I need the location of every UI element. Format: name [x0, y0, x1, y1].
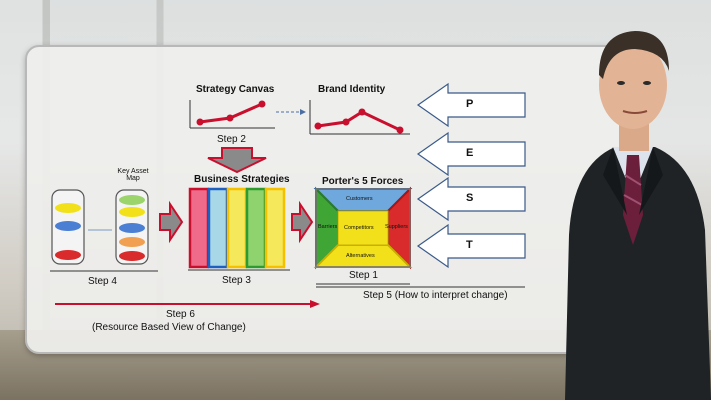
- strategy-canvas-title: Strategy Canvas: [196, 84, 275, 95]
- step1-label: Step 1: [349, 270, 378, 281]
- porters-forces-diagram: [313, 186, 413, 270]
- step2-down-arrow: [207, 147, 267, 174]
- arrow-to-strategies: [159, 200, 184, 244]
- strategy-canvas-chart: [189, 100, 275, 129]
- asset-cylinder-left: [51, 189, 85, 265]
- porter-suppliers-label: Suppliers: [385, 224, 408, 230]
- asset-cylinder-right: [115, 189, 149, 265]
- business-strategies-title: Business Strategies: [194, 174, 290, 185]
- key-asset-map-label: Key Asset Map: [117, 168, 149, 182]
- step2-label: Step 2: [217, 134, 246, 145]
- porters-title: Porter's 5 Forces: [322, 176, 404, 187]
- porter-barriers-label: Barriers: [318, 224, 338, 230]
- presenter-figure: [565, 31, 711, 400]
- step6-label: Step 6: [166, 309, 195, 320]
- step6-subtitle: (Resource Based View of Change): [92, 322, 246, 333]
- business-strategy-columns: [188, 187, 286, 269]
- dashed-arrow: [276, 109, 306, 115]
- porter-customers-label: Customers: [346, 196, 373, 202]
- step5-label: Step 5 (How to interpret change): [363, 290, 508, 301]
- pest-e-label: E: [466, 147, 474, 159]
- brand-identity-title: Brand Identity: [318, 84, 386, 95]
- step4-label: Step 4: [88, 276, 117, 287]
- pest-t-label: T: [466, 239, 473, 251]
- porter-alternatives-label: Alternatives: [346, 253, 375, 259]
- arrow-to-porter: [291, 200, 314, 244]
- brand-identity-chart: [309, 100, 410, 135]
- porter-competitors-label: Competitors: [344, 225, 374, 231]
- step6-arrow: [55, 300, 320, 308]
- pest-s-label: S: [466, 192, 474, 204]
- step3-label: Step 3: [222, 275, 251, 286]
- pest-arrows: [416, 82, 526, 269]
- pest-p-label: P: [466, 98, 474, 110]
